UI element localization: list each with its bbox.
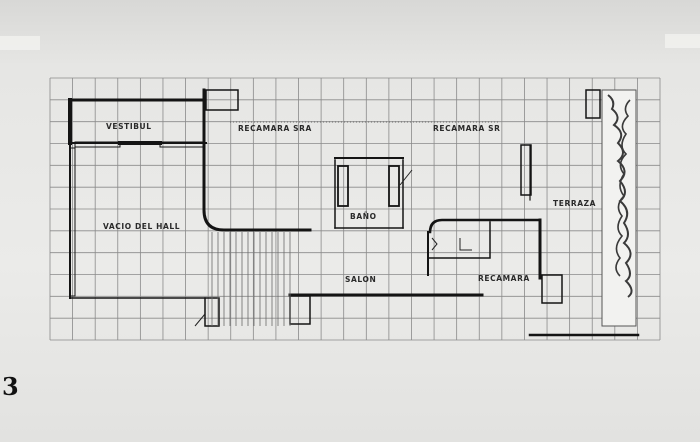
terrace-pier [541, 274, 563, 304]
wall-closet [427, 221, 491, 259]
hatch-hall-top [74, 141, 121, 148]
label-recamara-sra: RECAMARA SRA [238, 124, 312, 133]
recamara-sr-pier [520, 144, 532, 196]
hatched-walls [69, 89, 601, 327]
grid-lines [49, 77, 661, 341]
label-salon: SALON [345, 275, 376, 284]
planter-pier [205, 89, 239, 111]
label-terraza: TERRAZA [553, 199, 596, 208]
terrace-planter [601, 89, 637, 327]
stair-post-right [289, 295, 311, 325]
label-recamara-sr: RECAMARA SR [433, 124, 500, 133]
label-vacio-hall: VACIO DEL HALL [103, 222, 180, 231]
terrace-column [585, 89, 601, 119]
wall-stair-curve [202, 88, 312, 232]
label-recamara: RECAMARA [478, 274, 530, 283]
label-vestibulo: VESTIBUL [106, 122, 152, 131]
wall-recamara-top [428, 218, 542, 234]
figure-number: 3 [2, 372, 19, 401]
bath-fixture-left [337, 165, 349, 207]
stair-treads [211, 232, 291, 326]
bath-fixture-right [388, 165, 400, 207]
hatch-hall-top-right [159, 141, 206, 148]
hatch-hall-left [69, 147, 76, 297]
tape-strip-right [665, 34, 700, 48]
planter-vegetation [607, 94, 633, 298]
tape-strip-left [0, 36, 40, 50]
label-bano: BAÑO [350, 212, 377, 221]
door-swings [194, 121, 500, 327]
